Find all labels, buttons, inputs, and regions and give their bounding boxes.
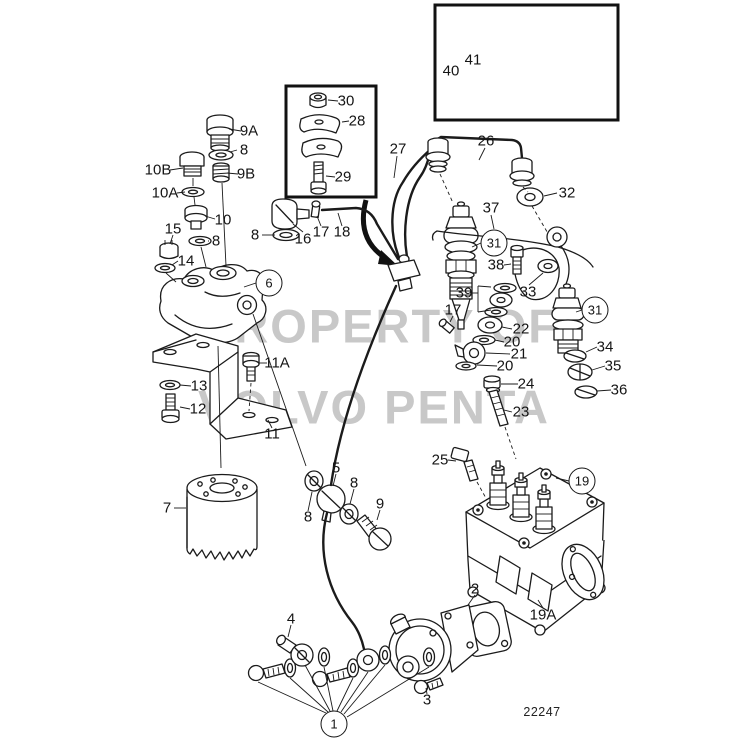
- washer-8-right-drawing: [339, 503, 359, 525]
- banjo-21-drawing: [454, 341, 486, 365]
- washer-4e-drawing: [422, 647, 436, 667]
- washer-20b-drawing: [455, 361, 477, 371]
- clamp-inset-box: [284, 84, 378, 199]
- pipe-18-drawing: [320, 206, 400, 261]
- engine-photo-inset-box: [433, 3, 620, 122]
- banjo-5-drawing: [316, 484, 346, 523]
- banjo-bolt-10-drawing: [184, 204, 208, 230]
- bracket-11-drawing: [152, 333, 293, 440]
- tee-connector-drawing: [387, 254, 421, 292]
- pump-flange-19a-drawing: [561, 543, 605, 601]
- pointer-arrow: [360, 199, 398, 266]
- washer-10a-drawing: [181, 186, 205, 198]
- washer-4d-drawing: [378, 645, 392, 665]
- grommet-32-drawing: [516, 187, 544, 207]
- bolt-38-drawing: [510, 244, 524, 275]
- seal-stack-39-drawing: [484, 282, 517, 318]
- injector-1-drawing: [443, 201, 479, 330]
- washer-34-drawing: [563, 349, 587, 363]
- nut-30-drawing: [309, 92, 327, 109]
- spring-9b-drawing: [212, 162, 230, 183]
- washer-8-left-drawing: [304, 470, 324, 492]
- drawing-number: 22247: [523, 705, 561, 719]
- banjo-bottom-drawing: [356, 648, 380, 672]
- leakoff-pipe-37-drawing: [431, 230, 594, 268]
- elbow-4-drawing: [275, 634, 314, 667]
- washer-8-upper-drawing: [208, 149, 234, 161]
- plug-9a-drawing: [206, 114, 234, 152]
- bolt-9-drawing: [356, 514, 392, 551]
- leader-lines: [165, 128, 612, 718]
- fuel-filter-drawing: [186, 473, 258, 561]
- washer-13-drawing: [159, 379, 181, 391]
- bolt-3-drawing: [413, 677, 444, 695]
- ring-33-drawing: [537, 258, 559, 274]
- pipe-tee-to-banjo5: [329, 284, 398, 487]
- washer-8-banjo-drawing: [272, 228, 300, 242]
- clamp-28-drawing: [299, 114, 343, 158]
- plug-10b-drawing: [179, 151, 205, 177]
- washer-14-drawing: [154, 262, 176, 274]
- grommet-35-drawing: [567, 363, 593, 381]
- bolt-4b-drawing: [311, 667, 351, 688]
- leakoff-eye-drawing: [546, 226, 570, 285]
- callout-39-bracket: [472, 285, 492, 313]
- injector-2-drawing: [551, 283, 585, 354]
- pipe-27-drawing: [391, 147, 433, 266]
- grommet-22-drawing: [477, 316, 503, 334]
- washer-4b-drawing: [317, 647, 331, 667]
- washer-4c-drawing: [346, 658, 360, 678]
- filter-head-drawing: [159, 263, 267, 344]
- washer-8-mid-drawing: [188, 235, 212, 247]
- bolt-12-drawing: [161, 393, 180, 424]
- bolt-25-drawing: [450, 446, 488, 501]
- pipe-nut-26-drawing: [509, 157, 535, 187]
- bracket-plate-drawing: [513, 247, 560, 301]
- fitting-17-drawing: [438, 318, 455, 334]
- feed-pump-drawing: [388, 604, 479, 682]
- pipe-banjo5-to-pump: [322, 511, 366, 651]
- bolt-17-drawing: [310, 200, 321, 219]
- pipe-nut-27-drawing: [425, 137, 451, 173]
- cap-15-drawing: [159, 240, 179, 260]
- washer-20a-drawing: [472, 334, 496, 346]
- bolt-4a-drawing: [247, 663, 286, 682]
- washer-4a-drawing: [283, 658, 297, 678]
- bolt-29-drawing: [310, 161, 327, 195]
- washer-36-drawing: [574, 385, 598, 399]
- banjo-16-drawing: [271, 198, 310, 230]
- bolt-24-23-drawing: [483, 375, 517, 460]
- bolt-11a-drawing: [242, 351, 260, 412]
